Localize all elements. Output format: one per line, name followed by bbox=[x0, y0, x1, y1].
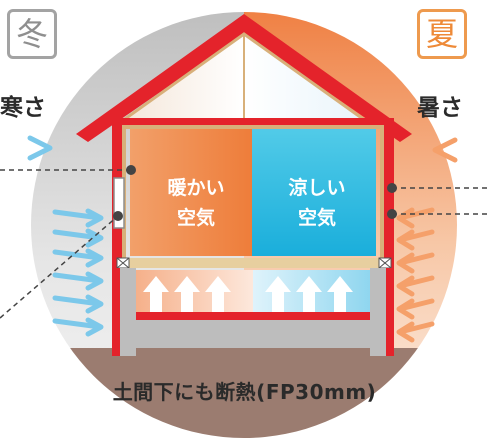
rising-air-arrow-icon bbox=[174, 276, 200, 312]
footing bbox=[120, 328, 386, 348]
cold-wind-arrow-icon bbox=[52, 209, 103, 221]
heat-wave-arrows bbox=[396, 137, 458, 343]
leader-dots bbox=[113, 165, 397, 221]
cold-wind-arrow-icon bbox=[27, 135, 53, 161]
warm-air-label-line2: 空気 bbox=[176, 207, 215, 229]
warm-room bbox=[130, 128, 252, 256]
slab-insulation bbox=[136, 312, 370, 320]
right-foundation-insulation bbox=[386, 268, 394, 356]
cold-wind-arrow-icon bbox=[52, 295, 103, 307]
heat-wave-arrow-icon bbox=[396, 275, 415, 297]
rising-air-arrow-icon bbox=[205, 276, 231, 312]
cold-wind-arrow-icon bbox=[85, 294, 104, 314]
ceiling-insulation bbox=[112, 118, 394, 127]
leader-lines bbox=[0, 169, 489, 319]
floor-beam bbox=[118, 258, 390, 268]
cool-air-label-line1: 涼しい bbox=[288, 177, 346, 199]
window bbox=[113, 177, 125, 229]
cold-wind-arrow-icon bbox=[52, 229, 103, 241]
rising-air-arrow-icon bbox=[143, 276, 169, 312]
rising-air-arrow-icon bbox=[265, 276, 291, 312]
cold-wind-arrow-icon bbox=[52, 318, 103, 330]
left-foundation-insulation bbox=[112, 268, 120, 356]
cold-wind-arrow-icon bbox=[85, 271, 104, 291]
cold-wind-arrow-icon bbox=[85, 317, 104, 337]
cold-wind-arrow-icon bbox=[85, 228, 104, 248]
cold-wind-arrow-icon bbox=[85, 248, 104, 268]
summer-badge: 夏 bbox=[417, 9, 467, 59]
heat-wave-arrow-icon bbox=[396, 229, 415, 251]
heat-wave-arrow-icon bbox=[396, 321, 415, 343]
warm-air-label-line1: 暖かい bbox=[167, 177, 225, 199]
cool-room bbox=[252, 128, 376, 256]
cold-wind-arrow-icon bbox=[85, 208, 104, 228]
floor-insulation-caption: 土間下にも断熱(FP30mm) bbox=[112, 380, 377, 404]
cold-label: 寒さ bbox=[0, 95, 46, 121]
vent-icon bbox=[378, 257, 392, 269]
cold-wind-arrow-icon bbox=[52, 249, 103, 261]
heat-wave-arrow-icon bbox=[432, 137, 458, 163]
heat-wave-arrow-icon bbox=[396, 252, 415, 274]
rising-air-arrow-icon bbox=[296, 276, 322, 312]
heat-wave-arrow-icon bbox=[396, 298, 415, 320]
cold-wind-arrow-icon bbox=[52, 272, 103, 284]
cold-wind-arrows bbox=[27, 135, 104, 337]
vent-icon bbox=[116, 257, 130, 269]
winter-badge: 冬 bbox=[7, 9, 57, 59]
heat-label: 暑さ bbox=[417, 95, 463, 121]
rising-air-arrows bbox=[143, 276, 353, 312]
rising-air-arrow-icon bbox=[327, 276, 353, 312]
heat-wave-arrow-icon bbox=[396, 207, 415, 229]
cool-air-label-line2: 空気 bbox=[297, 207, 336, 229]
